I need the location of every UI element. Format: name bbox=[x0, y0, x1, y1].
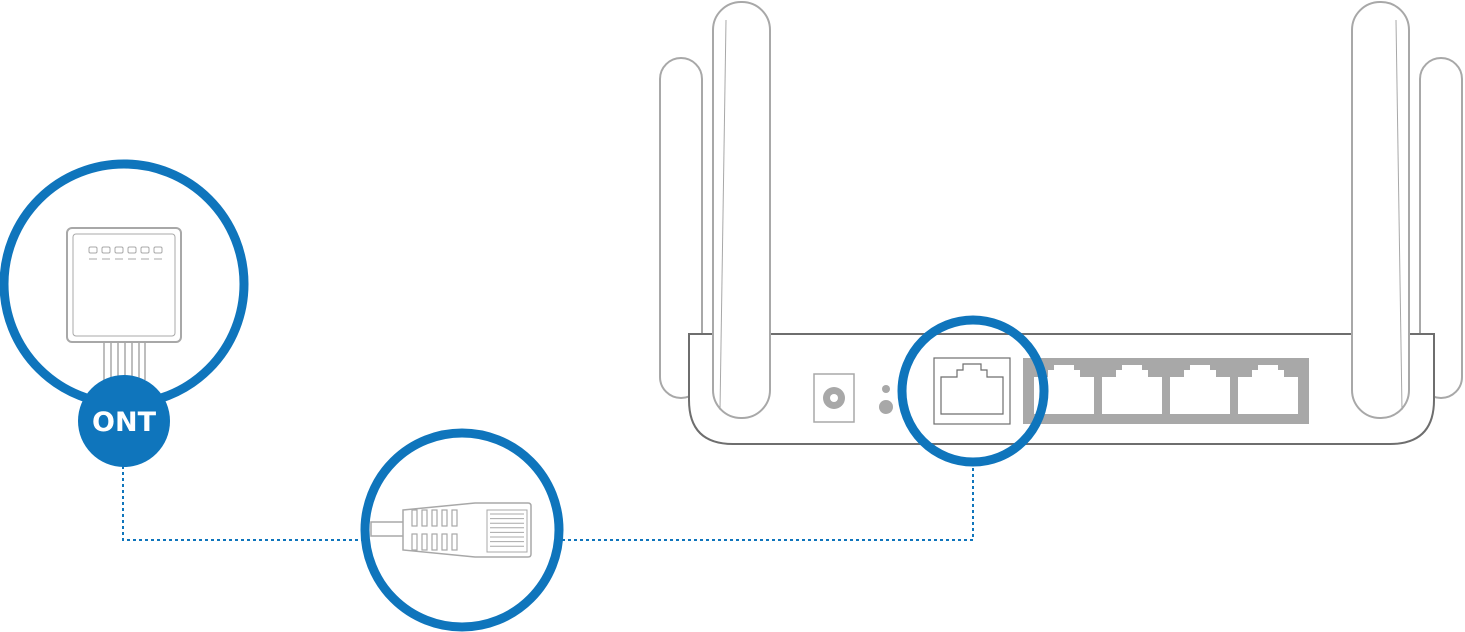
plug-grip bbox=[421, 509, 428, 527]
ont-device-icon bbox=[66, 227, 182, 380]
lan-port-icon bbox=[1034, 365, 1094, 414]
router-antenna-front-left-inner bbox=[719, 19, 727, 411]
ont-led-icon bbox=[140, 246, 150, 254]
ont-led-icon bbox=[88, 246, 98, 254]
ont-label: ONT bbox=[92, 407, 157, 438]
plug-grip bbox=[451, 533, 458, 551]
plug-grip bbox=[421, 533, 428, 551]
plug-grip bbox=[441, 509, 448, 527]
router-antenna-front-left bbox=[712, 1, 771, 419]
wan-port-highlight-ring bbox=[897, 315, 1049, 467]
ont-led-icon bbox=[153, 246, 163, 254]
plug-grip bbox=[431, 533, 438, 551]
ont-callout: ONT bbox=[0, 159, 249, 467]
connection-line-ont-to-cable bbox=[122, 466, 362, 541]
power-jack-icon bbox=[813, 373, 855, 423]
lan-port-icon bbox=[1102, 365, 1162, 414]
ont-led-icon bbox=[127, 246, 137, 254]
plug-grip bbox=[441, 533, 448, 551]
connection-line-cable-to-router bbox=[562, 466, 974, 541]
router-antenna-front-right-inner bbox=[1395, 19, 1403, 411]
ont-led-icon bbox=[101, 246, 111, 254]
plug-grip bbox=[411, 509, 418, 527]
lan-port-icon bbox=[1170, 365, 1230, 414]
router-icon bbox=[659, 1, 1463, 445]
plug-grip bbox=[411, 533, 418, 551]
cable-callout bbox=[360, 428, 564, 632]
ont-badge bbox=[78, 375, 170, 467]
plug-grip bbox=[451, 509, 458, 527]
router-antenna-front-right bbox=[1351, 1, 1410, 419]
router-antenna-back-right bbox=[1419, 57, 1463, 399]
connection-line bbox=[122, 466, 974, 541]
lan-port-icon bbox=[1238, 365, 1298, 414]
wan-port-icon bbox=[933, 357, 1011, 425]
ethernet-plug-icon bbox=[370, 502, 532, 558]
ont-led-icon bbox=[114, 246, 124, 254]
lan-ports-strip bbox=[1023, 358, 1309, 424]
router-antenna-back-left bbox=[659, 57, 703, 399]
reset-button-icon bbox=[879, 385, 893, 414]
plug-grip bbox=[431, 509, 438, 527]
